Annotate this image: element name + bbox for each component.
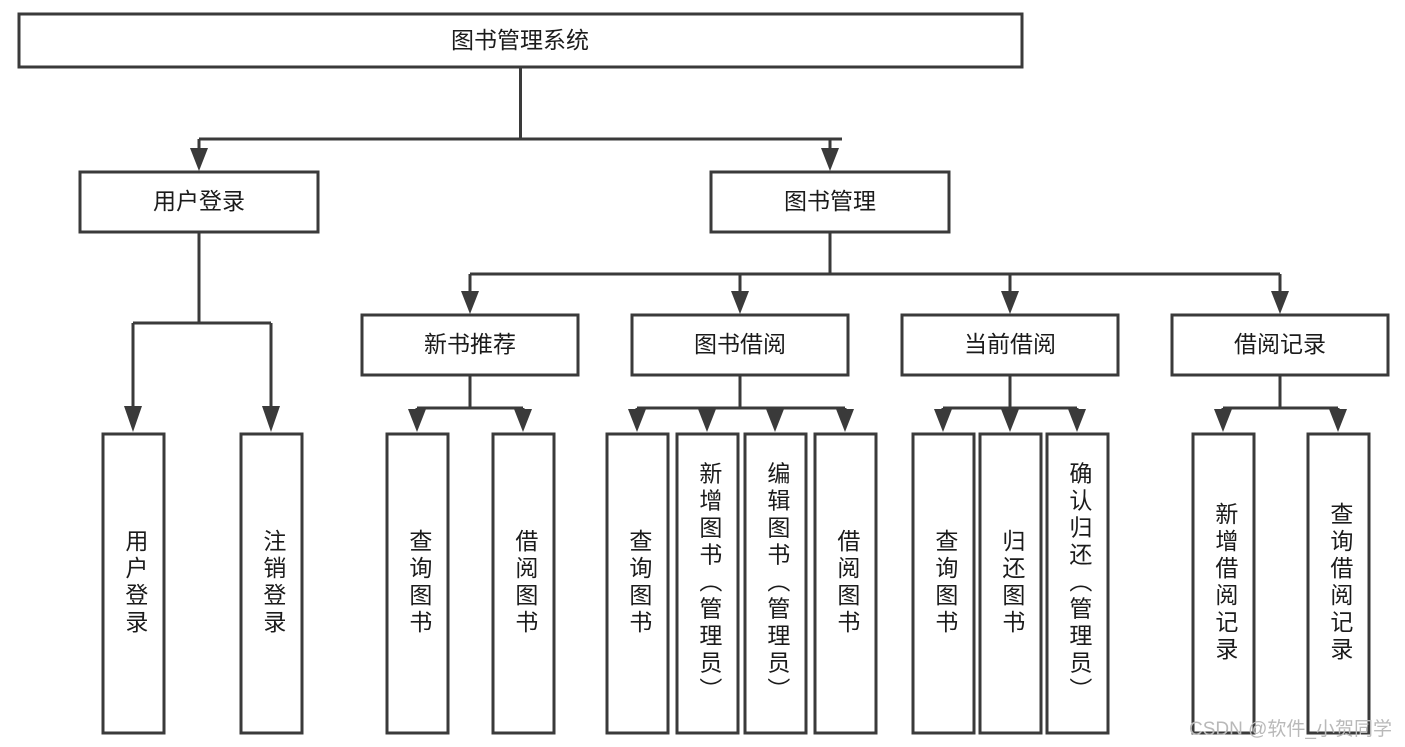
- node-box: [900, 313, 1120, 377]
- arrow-head-icon: [934, 409, 952, 432]
- node-label: 新增借阅记录: [1212, 502, 1239, 664]
- arrow-head-icon: [124, 406, 142, 432]
- arrow-head-icon: [766, 409, 784, 432]
- node-box: [78, 170, 320, 234]
- node-label: 借阅图书: [834, 529, 861, 637]
- node-leaf-add-book[interactable]: 新增图书（管理员）: [675, 432, 740, 735]
- arrow-head-icon: [628, 409, 646, 432]
- node-box: [1191, 432, 1256, 735]
- node-box: [17, 12, 1024, 69]
- node-leaf-confirm-return[interactable]: 确认归还（管理员）: [1045, 432, 1110, 735]
- connector-book-manage-to-level2: [461, 232, 1289, 314]
- connector-root-to-level1: [190, 67, 842, 171]
- node-label: 图书管理: [784, 188, 876, 214]
- node-leaf-user-login[interactable]: 用户登录: [101, 432, 166, 735]
- node-box: [1306, 432, 1371, 735]
- arrow-head-icon: [1001, 409, 1019, 432]
- node-book-borrow[interactable]: 图书借阅: [630, 313, 850, 377]
- node-label: 查询图书: [932, 529, 959, 637]
- node-box: [239, 432, 304, 735]
- node-leaf-borrow-book-1[interactable]: 借阅图书: [491, 432, 556, 735]
- node-label: 用户登录: [122, 529, 149, 637]
- node-root[interactable]: 图书管理系统: [17, 12, 1024, 69]
- node-leaf-query-book-3[interactable]: 查询图书: [911, 432, 976, 735]
- arrow-head-icon: [190, 148, 208, 171]
- node-label: 借阅图书: [512, 529, 539, 637]
- node-box: [491, 432, 556, 735]
- node-label: 查询借阅记录: [1327, 502, 1354, 664]
- node-label: 新书推荐: [424, 331, 516, 357]
- node-box: [385, 432, 450, 735]
- node-label: 图书管理系统: [451, 27, 589, 53]
- node-label: 当前借阅: [964, 331, 1056, 357]
- node-leaf-borrow-book-2[interactable]: 借阅图书: [813, 432, 878, 735]
- node-label: 查询图书: [406, 529, 433, 637]
- connector-book-borrow-to-leaves: [628, 375, 854, 432]
- node-box: [813, 432, 878, 735]
- node-label: 新增图书（管理员）: [696, 462, 723, 705]
- arrow-head-icon: [1329, 409, 1347, 432]
- node-current-borrow[interactable]: 当前借阅: [900, 313, 1120, 377]
- node-box: [743, 432, 808, 735]
- arrow-head-icon: [698, 409, 716, 432]
- arrow-head-icon: [408, 409, 426, 432]
- node-label: 注销登录: [260, 529, 287, 637]
- arrow-head-icon: [514, 409, 532, 432]
- node-box: [709, 170, 951, 234]
- connector-new-book-recommend-to-leaves: [408, 375, 532, 432]
- node-label: 借阅记录: [1234, 331, 1326, 357]
- node-leaf-query-record[interactable]: 查询借阅记录: [1306, 432, 1371, 735]
- node-leaf-query-book-2[interactable]: 查询图书: [605, 432, 670, 735]
- node-box: [360, 313, 580, 377]
- node-box: [911, 432, 976, 735]
- arrow-head-icon: [461, 291, 479, 314]
- arrow-head-icon: [262, 406, 280, 432]
- node-box: [630, 313, 850, 377]
- node-leaf-logout[interactable]: 注销登录: [239, 432, 304, 735]
- node-box: [1045, 432, 1110, 735]
- node-label: 图书借阅: [694, 331, 786, 357]
- node-box: [675, 432, 740, 735]
- connector-borrow-record-to-leaves: [1214, 375, 1347, 432]
- connector-current-borrow-to-leaves: [934, 375, 1086, 432]
- node-label: 查询图书: [626, 529, 653, 637]
- arrow-head-icon: [1001, 291, 1019, 314]
- arrow-head-icon: [821, 148, 839, 171]
- connector-user-login-to-leaves: [124, 232, 280, 432]
- node-box: [978, 432, 1043, 735]
- arrow-head-icon: [1214, 409, 1232, 432]
- node-leaf-add-record[interactable]: 新增借阅记录: [1191, 432, 1256, 735]
- arrow-head-icon: [1271, 291, 1289, 314]
- node-leaf-edit-book[interactable]: 编辑图书（管理员）: [743, 432, 808, 735]
- node-box: [605, 432, 670, 735]
- arrow-head-icon: [836, 409, 854, 432]
- node-label: 用户登录: [153, 188, 245, 214]
- node-user-login[interactable]: 用户登录: [78, 170, 320, 234]
- node-box: [101, 432, 166, 735]
- node-label: 编辑图书（管理员）: [764, 462, 791, 705]
- arrow-head-icon: [1068, 409, 1086, 432]
- node-box: [1170, 313, 1390, 377]
- node-label: 归还图书: [999, 529, 1026, 637]
- node-borrow-record[interactable]: 借阅记录: [1170, 313, 1390, 377]
- node-new-book-recommend[interactable]: 新书推荐: [360, 313, 580, 377]
- node-leaf-query-book-1[interactable]: 查询图书: [385, 432, 450, 735]
- node-book-manage[interactable]: 图书管理: [709, 170, 951, 234]
- node-leaf-return-book[interactable]: 归还图书: [978, 432, 1043, 735]
- node-label: 确认归还（管理员）: [1066, 462, 1093, 705]
- arrow-head-icon: [731, 291, 749, 314]
